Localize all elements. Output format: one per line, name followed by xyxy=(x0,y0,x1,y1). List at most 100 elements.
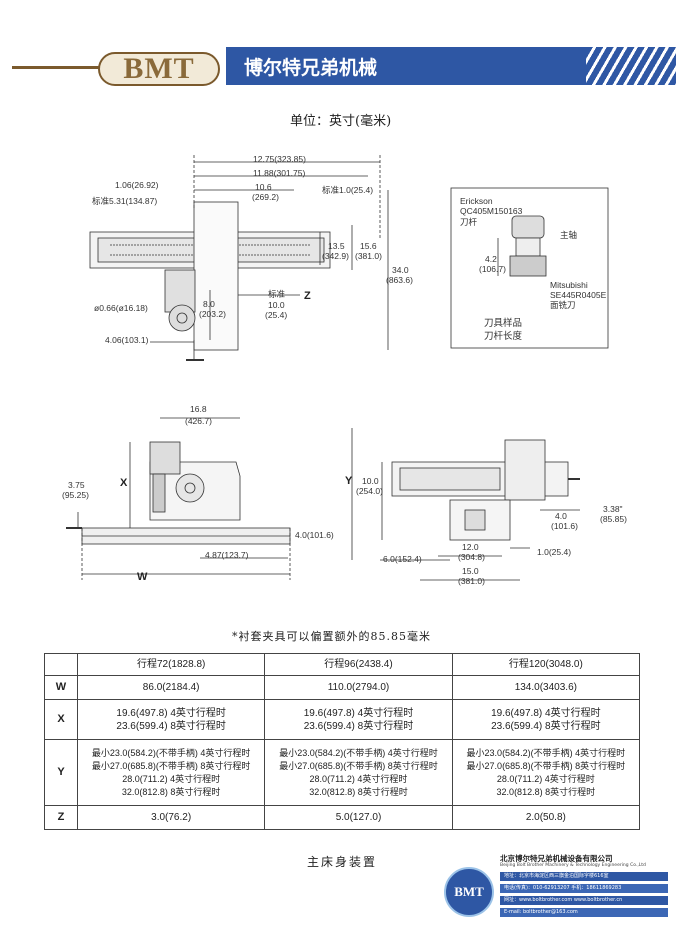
front-dim-offset: 4.87(123.7) xyxy=(205,550,249,560)
cell-line: 最小23.0(584.2)(不带手柄) 4英寸行程时 xyxy=(91,747,251,758)
cell-line: 23.6(599.4) 8英寸行程时 xyxy=(303,720,414,732)
table-cell: 110.0(2794.0) xyxy=(264,675,453,700)
top-dim-z-b: (25.4) xyxy=(265,310,287,320)
company-name: 北京博尔特兄弟机械设备有限公司 xyxy=(500,854,613,863)
front-w-axis-label: W xyxy=(137,571,148,583)
side-y-axis-label: Y xyxy=(345,475,353,487)
row-header: Z xyxy=(44,805,78,830)
tool-brand-1: Erickson xyxy=(460,196,493,206)
top-dim-depth-b: (342.9) xyxy=(322,251,349,261)
tool-sample-box xyxy=(450,187,609,349)
row-header: X xyxy=(44,699,78,740)
tool-caption-1: 刀具样品 xyxy=(484,317,522,329)
tool-part-2: 面铣刀 xyxy=(550,300,576,310)
table-cell: 最小23.0(584.2)(不带手柄) 4英寸行程时最小27.0(685.8)(… xyxy=(76,739,266,806)
cell-line: 28.0(711.2) 4英寸行程时 xyxy=(122,773,221,784)
tool-dim-b: (106.7) xyxy=(479,264,506,274)
top-dim-std-offset: 标准5.31(134.87) xyxy=(92,196,157,206)
cell-line: 32.0(812.8) 8英寸行程时 xyxy=(309,786,408,797)
tool-dim-a: 4.2 xyxy=(485,254,497,264)
cell-line: 19.6(497.8) 4英寸行程时 xyxy=(116,707,226,719)
tool-model-1: QC405M150163 xyxy=(460,206,523,216)
tool-spindle: 主轴 xyxy=(560,230,577,240)
company-phone: 电话(传真)：010-62913207 手机：18611869283 xyxy=(500,884,668,893)
row-header: Y xyxy=(44,739,78,806)
front-x-axis-label: X xyxy=(120,477,128,489)
top-dim-hole: ø0.66(ø16.18) xyxy=(94,303,148,313)
front-dim-b: (95.25) xyxy=(62,490,89,500)
top-dim-std-label: 标准 xyxy=(268,289,286,299)
top-dim-handle: 4.06(103.1) xyxy=(105,335,149,345)
top-dim-table-a: 10.6 xyxy=(255,182,272,192)
header-banner: 博尔特兄弟机械 xyxy=(226,47,676,85)
top-dim-depth2-b: (381.0) xyxy=(355,251,382,261)
cell-line: 28.0(711.2) 4英寸行程时 xyxy=(496,773,595,784)
front-dim-reach-b: (426.7) xyxy=(185,416,212,426)
top-dim-table-b: (269.2) xyxy=(252,192,279,202)
side-dim-offset-b: (85.85) xyxy=(600,514,627,524)
company-name-en: Beijing Bolt Brother Machinery & Technol… xyxy=(500,863,646,868)
front-dim-base: 4.0(101.6) xyxy=(295,530,334,540)
tool-caption-2: 刀杆长度 xyxy=(484,330,523,342)
top-dim-length-a: 34.0 xyxy=(392,265,409,275)
cell-line: 最小23.0(584.2)(不带手柄) 4英寸行程时 xyxy=(279,747,438,758)
top-dim-width: 11.88(301.75) xyxy=(253,168,305,178)
top-dim-depth-a: 13.5 xyxy=(328,241,345,251)
table-cell: 2.0(50.8) xyxy=(451,805,641,830)
header-rule xyxy=(12,66,102,69)
side-dim-base-b: (101.6) xyxy=(551,521,578,531)
table-row-y: Y 最小23.0(584.2)(不带手柄) 4英寸行程时最小27.0(685.8… xyxy=(44,739,641,806)
front-dim-reach-a: 16.8 xyxy=(190,404,207,414)
table-cell: 86.0(2184.4) xyxy=(76,675,266,700)
side-dim-height-a: 10.0 xyxy=(362,476,379,486)
side-dim-foot-b: (304.8) xyxy=(458,552,485,562)
banner-stripes xyxy=(586,47,676,85)
section-title: 主床身装置 xyxy=(307,855,378,869)
spec-table: 行程72(1828.8) 行程96(2438.4) 行程120(3048.0) … xyxy=(44,653,641,830)
side-dim-foot-a: 12.0 xyxy=(462,542,479,552)
cell-line: 23.6(599.4) 8英寸行程时 xyxy=(116,720,226,732)
top-dim-overall: 12.75(323.85) xyxy=(253,154,306,164)
side-dim-height-b: (254.0) xyxy=(356,486,383,496)
page-title: 博尔特兄弟机械 xyxy=(244,57,378,79)
table-cell: 5.0(127.0) xyxy=(264,805,453,830)
top-dim-z-a: 10.0 xyxy=(268,300,285,310)
column-header: 行程96(2438.4) xyxy=(264,653,453,676)
table-cell: 最小23.0(584.2)(不带手柄) 4英寸行程时最小27.0(685.8)(… xyxy=(264,739,453,806)
front-view-drawing xyxy=(66,417,291,580)
table-row-w: W 86.0(2184.4) 110.0(2794.0) 134.0(3403.… xyxy=(44,675,641,700)
company-address: 地址：北京市海淀区西三旗金泊国际字楼616室 xyxy=(500,872,668,881)
bmt-logo: BMT xyxy=(98,52,220,86)
top-dim-length-b: (863.6) xyxy=(386,275,413,285)
top-dim-head-b: (203.2) xyxy=(199,309,226,319)
side-dim-overall-a: 15.0 xyxy=(462,566,479,576)
table-cell: 最小23.0(584.2)(不带手柄) 4英寸行程时最小27.0(685.8)(… xyxy=(451,739,641,806)
top-dim-offset: 1.06(26.92) xyxy=(115,180,159,190)
tool-part-1: 刀杆 xyxy=(460,217,478,227)
cell-line: 最小27.0(685.8)(不带手柄) 8英寸行程时 xyxy=(279,760,438,771)
table-row-z: Z 3.0(76.2) 5.0(127.0) 2.0(50.8) xyxy=(44,805,641,830)
top-z-axis-label: Z xyxy=(304,290,311,302)
side-dim-base-a: 4.0 xyxy=(555,511,567,521)
cell-line: 32.0(812.8) 8英寸行程时 xyxy=(121,786,221,797)
unit-line: 单位：英寸(毫米) xyxy=(290,114,392,129)
top-view-drawing xyxy=(89,155,389,361)
table-cell: 3.0(76.2) xyxy=(76,805,266,830)
side-dim-front: 6.0(152.4) xyxy=(383,554,422,564)
top-dim-depth2-a: 15.6 xyxy=(360,241,377,251)
side-dim-offset-a: 3.38" xyxy=(603,504,623,514)
row-header: W xyxy=(44,675,78,700)
side-dim-gap: 1.0(25.4) xyxy=(537,547,571,557)
tool-model-2: SE445R0405E xyxy=(550,290,607,300)
cell-line: 23.6(599.4) 8英寸行程时 xyxy=(491,720,601,732)
side-dim-overall-b: (381.0) xyxy=(458,576,485,586)
cell-line: 最小27.0(685.8)(不带手柄) 8英寸行程时 xyxy=(466,760,626,771)
table-header-row: 行程72(1828.8) 行程96(2438.4) 行程120(3048.0) xyxy=(44,653,641,676)
side-view-drawing xyxy=(351,428,580,581)
tool-brand-2: Mitsubishi xyxy=(550,280,588,290)
top-dim-std-step: 标准1.0(25.4) xyxy=(322,185,373,195)
company-email: E-mail: boltbrother@163.com xyxy=(500,908,668,917)
